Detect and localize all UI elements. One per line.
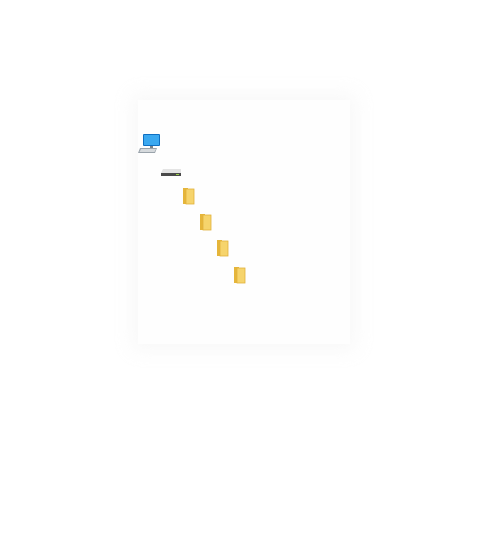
folder-icon xyxy=(197,212,219,234)
folder-icon xyxy=(231,265,253,287)
folder-icon xyxy=(180,186,202,208)
tree-node-folder[interactable] xyxy=(214,238,240,260)
computer-icon xyxy=(138,133,160,155)
tree-node-folder[interactable] xyxy=(197,212,223,234)
drive-icon xyxy=(159,162,181,184)
tree-node-this-pc[interactable] xyxy=(138,133,164,155)
tree-node-drive[interactable] xyxy=(159,162,185,184)
navigation-tree-panel xyxy=(138,100,350,344)
tree-node-folder[interactable] xyxy=(180,186,206,208)
folder-icon xyxy=(214,238,236,260)
tree-node-folder[interactable] xyxy=(231,265,257,287)
